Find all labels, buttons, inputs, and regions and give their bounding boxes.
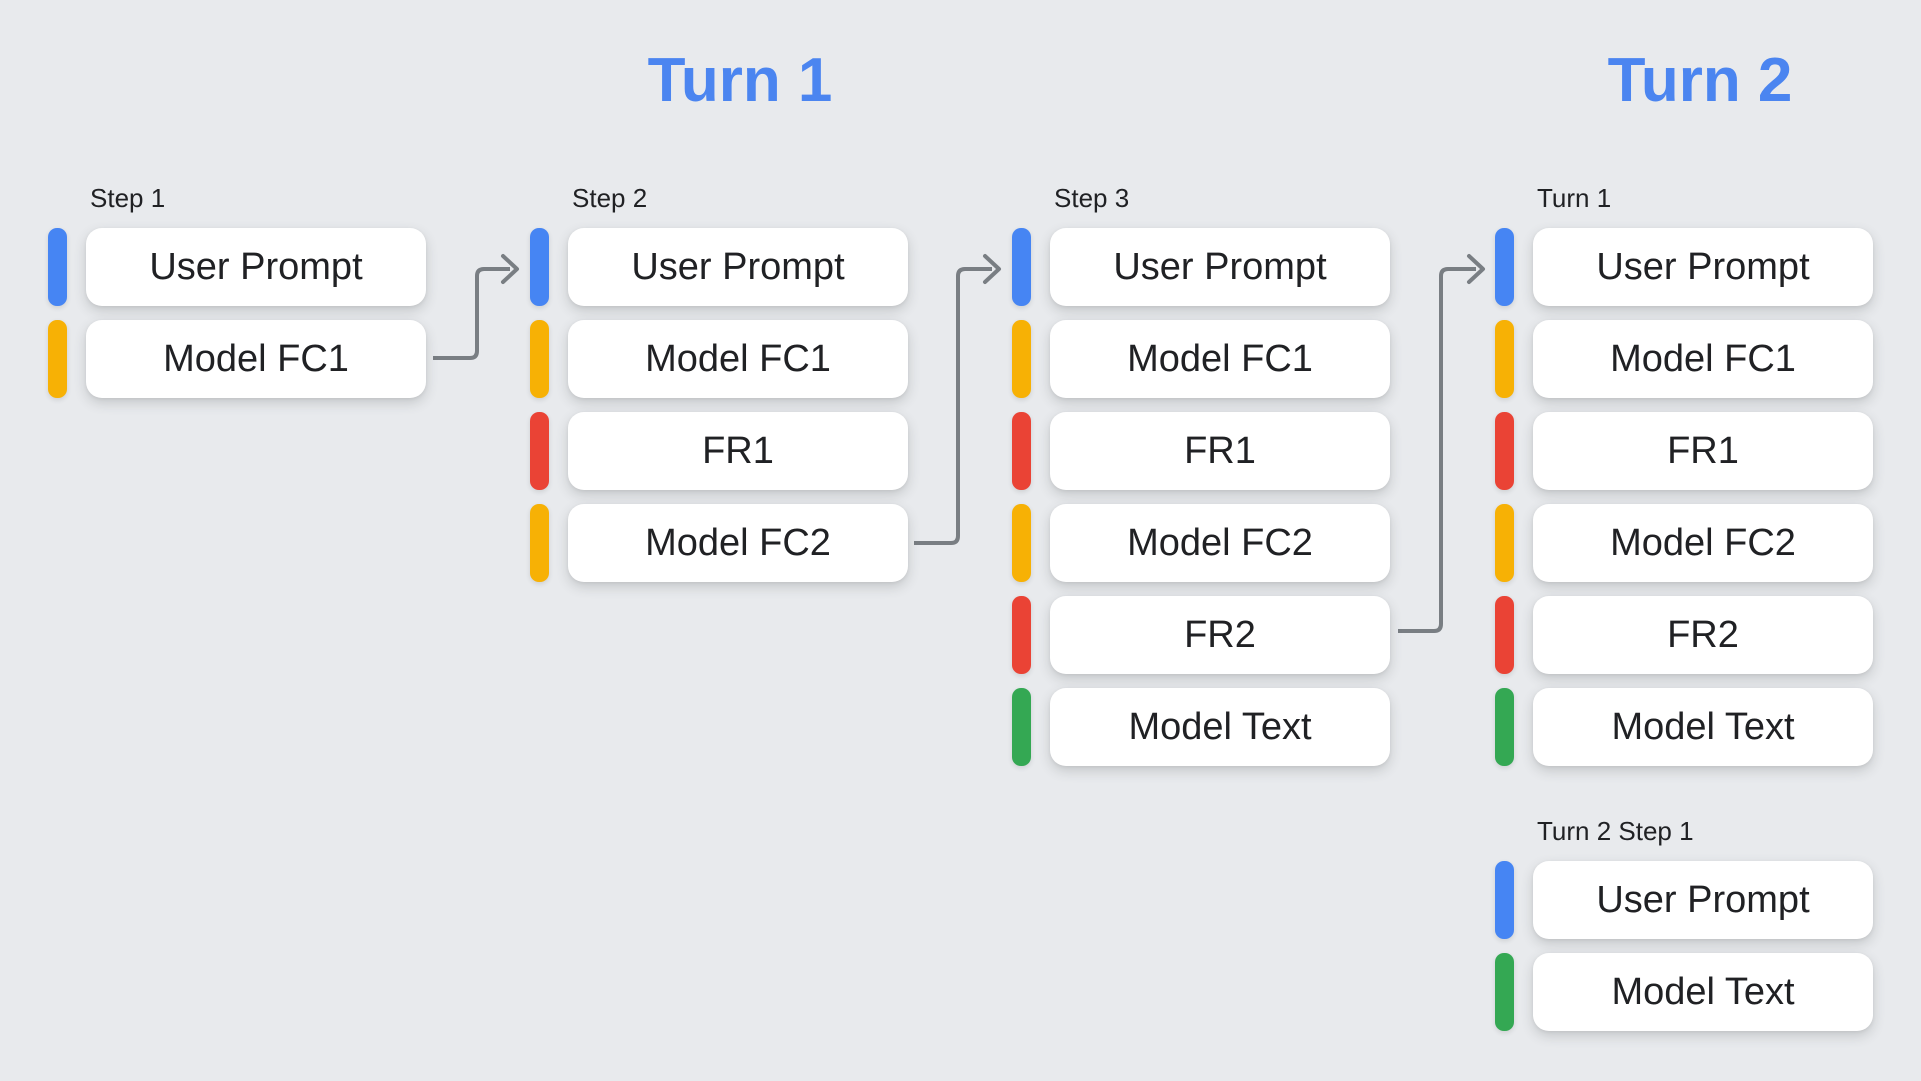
- card-model-text: Model Text: [1050, 688, 1390, 766]
- card-model-text: Model Text: [1533, 688, 1873, 766]
- column-label-turn-2-step-1: Turn 2 Step 1: [1537, 816, 1694, 846]
- diagram-row: Model Text: [1012, 688, 1390, 766]
- card-fr2: FR2: [1050, 596, 1390, 674]
- green-category-bar: [1495, 953, 1514, 1031]
- card-user-prompt: User Prompt: [1533, 228, 1873, 306]
- card-fr1: FR1: [1533, 412, 1873, 490]
- yellow-category-bar: [1012, 504, 1031, 582]
- arrow-step3-to-turn1: [1398, 267, 1476, 633]
- yellow-category-bar: [1495, 320, 1514, 398]
- card-model-fc1: Model FC1: [86, 320, 426, 398]
- card-model-fc1: Model FC1: [1533, 320, 1873, 398]
- card-model-fc2: Model FC2: [1533, 504, 1873, 582]
- diagram-row: Model FC2: [1012, 504, 1390, 582]
- diagram-row: User Prompt: [530, 228, 908, 306]
- blue-category-bar: [1012, 228, 1031, 306]
- diagram-row: FR2: [1012, 596, 1390, 674]
- column-label-step-3: Step 3: [1054, 183, 1130, 213]
- diagram-row: Model Text: [1495, 953, 1873, 1031]
- turn-1-header: Turn 1: [647, 46, 833, 115]
- diagram-row: User Prompt: [1495, 861, 1873, 939]
- diagram-row: Model Text: [1495, 688, 1873, 766]
- red-category-bar: [1495, 412, 1514, 490]
- card-model-fc1: Model FC1: [1050, 320, 1390, 398]
- arrow-step2-to-step3: [914, 267, 992, 545]
- card-fr2: FR2: [1533, 596, 1873, 674]
- diagram-row: Model FC1: [48, 320, 426, 398]
- red-category-bar: [1012, 596, 1031, 674]
- card-user-prompt: User Prompt: [568, 228, 908, 306]
- card-fr1: FR1: [1050, 412, 1390, 490]
- red-category-bar: [1495, 596, 1514, 674]
- arrowhead-step2-to-step3: [983, 254, 1001, 284]
- diagram-row: FR2: [1495, 596, 1873, 674]
- column-label-step-2: Step 2: [572, 183, 648, 213]
- red-category-bar: [1012, 412, 1031, 490]
- card-model-fc1: Model FC1: [568, 320, 908, 398]
- column-label-turn-1: Turn 1: [1537, 183, 1612, 213]
- yellow-category-bar: [530, 320, 549, 398]
- card-user-prompt: User Prompt: [86, 228, 426, 306]
- blue-category-bar: [1495, 228, 1514, 306]
- card-user-prompt: User Prompt: [1533, 861, 1873, 939]
- green-category-bar: [1012, 688, 1031, 766]
- diagram-row: FR1: [1495, 412, 1873, 490]
- red-category-bar: [530, 412, 549, 490]
- diagram-row: Model FC2: [530, 504, 908, 582]
- card-model-fc2: Model FC2: [1050, 504, 1390, 582]
- blue-category-bar: [48, 228, 67, 306]
- diagram-row: User Prompt: [1495, 228, 1873, 306]
- diagram-row: User Prompt: [1012, 228, 1390, 306]
- arrowhead-step3-to-turn1: [1467, 254, 1485, 284]
- card-model-fc2: Model FC2: [568, 504, 908, 582]
- column-label-step-1: Step 1: [90, 183, 166, 213]
- yellow-category-bar: [48, 320, 67, 398]
- diagram-row: Model FC1: [530, 320, 908, 398]
- diagram-row: User Prompt: [48, 228, 426, 306]
- yellow-category-bar: [1012, 320, 1031, 398]
- card-fr1: FR1: [568, 412, 908, 490]
- card-model-text: Model Text: [1533, 953, 1873, 1031]
- arrow-step1-to-step2: [433, 267, 510, 360]
- blue-category-bar: [1495, 861, 1514, 939]
- arrowhead-step1-to-step2: [501, 254, 519, 284]
- green-category-bar: [1495, 688, 1514, 766]
- diagram-row: FR1: [1012, 412, 1390, 490]
- diagram-row: Model FC1: [1495, 320, 1873, 398]
- diagram-row: Model FC2: [1495, 504, 1873, 582]
- diagram-row: FR1: [530, 412, 908, 490]
- card-user-prompt: User Prompt: [1050, 228, 1390, 306]
- turn-2-header: Turn 2: [1607, 46, 1793, 115]
- diagram-row: Model FC1: [1012, 320, 1390, 398]
- yellow-category-bar: [1495, 504, 1514, 582]
- blue-category-bar: [530, 228, 549, 306]
- yellow-category-bar: [530, 504, 549, 582]
